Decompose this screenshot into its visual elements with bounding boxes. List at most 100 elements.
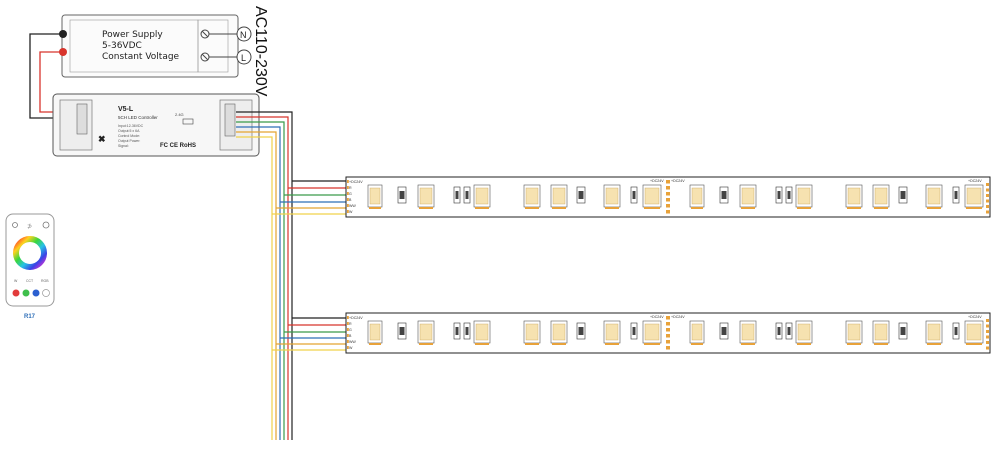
- strip-end-pad: [986, 210, 989, 214]
- led-chip-pad: [797, 343, 811, 345]
- resistor-body: [465, 327, 469, 335]
- led-chip-lens: [419, 323, 433, 341]
- strip-end-pad: [986, 346, 989, 350]
- strip-end-pad: [986, 335, 989, 339]
- resistor-body: [777, 191, 781, 199]
- strip-pad: [347, 204, 349, 207]
- strip-end-pad: [986, 319, 989, 322]
- resistor-body: [721, 327, 727, 335]
- green-button[interactable]: [22, 289, 30, 297]
- led-chip-pad: [874, 207, 888, 209]
- resistor-body: [578, 191, 584, 199]
- resistor-body: [954, 191, 958, 199]
- led-chip-lens: [741, 187, 755, 205]
- resistor-body: [399, 327, 405, 335]
- strip-cut-pad: [666, 340, 670, 344]
- strip-cut-pad: [666, 210, 670, 214]
- strip-pin-label: W: [349, 346, 353, 350]
- led-chip-pad: [419, 343, 433, 345]
- strip-cut-pad: [666, 346, 670, 350]
- led-chip-lens: [874, 323, 888, 341]
- led-chip-pad: [369, 207, 381, 209]
- strip1-wires: [272, 180, 346, 215]
- led-chip-lens: [525, 323, 539, 341]
- led-chip-pad: [847, 343, 861, 345]
- strip-pad: [347, 340, 349, 343]
- controller-marks: FC CE RoHS: [160, 143, 196, 149]
- strip-pin-label: WW: [349, 204, 356, 208]
- strip-pin-label: G: [349, 328, 352, 332]
- led-chip-pad: [927, 343, 941, 345]
- led-chip-lens: [927, 187, 941, 205]
- terminal-n-label: N: [240, 30, 247, 40]
- led-chip-pad: [419, 207, 433, 209]
- led-chip-lens: [419, 187, 433, 205]
- strip-mid-label: +DC24V: [671, 315, 685, 319]
- strip-pad: [347, 198, 349, 201]
- strip-cut-pad: [666, 328, 670, 332]
- led-chip-lens: [369, 187, 381, 205]
- color-wheel-icon[interactable]: [13, 236, 47, 270]
- resistor-body: [455, 191, 459, 199]
- led-chip-pad: [525, 207, 539, 209]
- white-button[interactable]: [42, 289, 50, 297]
- power-supply-line2: 5-36VDC: [102, 41, 142, 51]
- led-chip-lens: [927, 323, 941, 341]
- controller: V5-L 5CH LED Controller Input:12-36VDC O…: [52, 93, 260, 157]
- strip-cut-pad: [666, 180, 670, 184]
- strip-cut-pad: [666, 192, 670, 196]
- controller-spec-2: Output:5 x 6A: [118, 129, 140, 133]
- controller-spec-1: Input:12-36VDC: [118, 124, 144, 128]
- led-chip-pad: [475, 343, 489, 345]
- strip-pin-label: B: [349, 334, 352, 338]
- led-chip-pad: [797, 207, 811, 209]
- remote-label: R17: [24, 314, 36, 320]
- led-chip-pad: [927, 207, 941, 209]
- led-chip-pad: [605, 343, 619, 345]
- strip-cut-pad: [666, 204, 670, 208]
- controller-spec-4: Output Power:: [118, 139, 140, 143]
- strip-pad: [347, 334, 349, 337]
- strip-pad: [347, 210, 349, 213]
- remote-btn-cct: CCT: [26, 279, 34, 283]
- led-chip-lens: [847, 323, 861, 341]
- controller-subtitle: 5CH LED Controller: [118, 115, 158, 120]
- resistor-body: [954, 327, 958, 335]
- blue-button[interactable]: [32, 289, 40, 297]
- power-supply: Power Supply 5-36VDC Constant Voltage N …: [59, 6, 269, 97]
- resistor-body: [465, 191, 469, 199]
- strip-end-pad: [986, 183, 989, 186]
- led-chip-pad: [552, 343, 566, 345]
- led-chip-pad: [966, 207, 982, 209]
- terminal-l-label: L: [241, 53, 246, 63]
- led-chip-lens: [552, 187, 566, 205]
- strip-cut-pad: [666, 198, 670, 202]
- strip-cut-pad: [666, 322, 670, 326]
- led-chip-lens: [966, 187, 982, 205]
- strip-cut-pad: [666, 316, 670, 320]
- resistor-body: [777, 327, 781, 335]
- led-chip-pad: [552, 207, 566, 209]
- resistor-body: [900, 327, 906, 335]
- led-chip-lens: [966, 323, 982, 341]
- led-chip-lens: [741, 323, 755, 341]
- led-chip-pad: [691, 343, 703, 345]
- strip-pin-label: WW: [349, 340, 356, 344]
- strip-pin-label: +DC24V: [349, 180, 363, 184]
- led-chip-lens: [525, 187, 539, 205]
- power-supply-line3: Constant Voltage: [102, 52, 180, 62]
- strip-pad: [347, 180, 349, 183]
- strip-cut-pad: [666, 334, 670, 338]
- led-chip-lens: [874, 187, 888, 205]
- led-chip-lens: [691, 187, 703, 205]
- led-chip-pad: [847, 207, 861, 209]
- resistor-body: [787, 191, 791, 199]
- led-chip-lens: [797, 187, 811, 205]
- red-button[interactable]: [12, 289, 20, 297]
- controller-spec-5: Signal:: [118, 144, 129, 148]
- led-chip-lens: [605, 323, 619, 341]
- strip-pad: [347, 186, 349, 189]
- strip-pin-label: B: [349, 198, 352, 202]
- strip-end-pad: [986, 199, 989, 203]
- resistor-body: [787, 327, 791, 335]
